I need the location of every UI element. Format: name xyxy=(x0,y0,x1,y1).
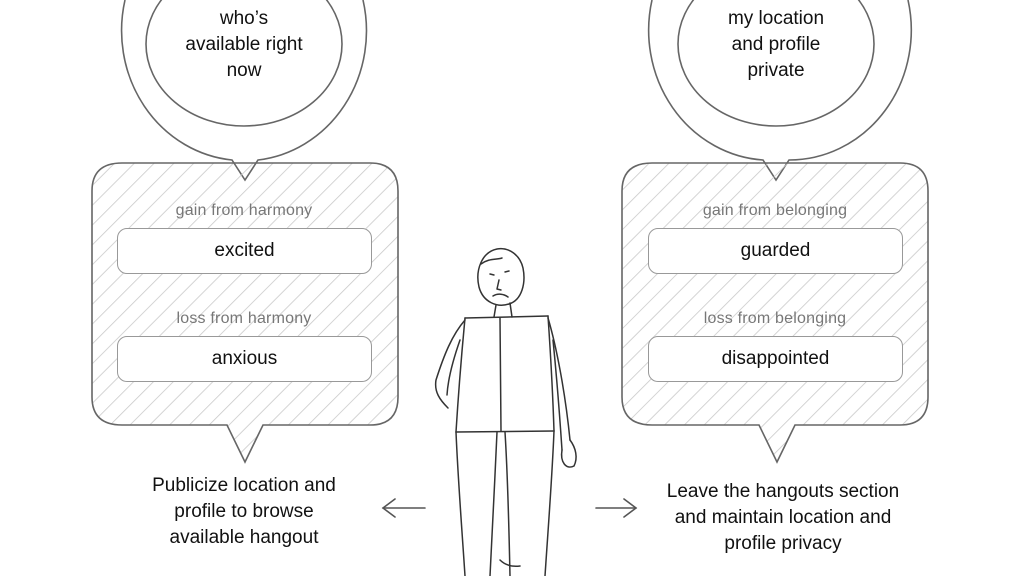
right-bubble-line-1: my location xyxy=(727,8,825,29)
left-action-line-2: profile to browse xyxy=(174,501,314,522)
left-action-line-3: available hangout xyxy=(169,527,319,548)
left-bubble-line-2: available right xyxy=(185,34,303,55)
right-bubble-line-3: private xyxy=(747,60,805,81)
left-arrow-icon xyxy=(381,498,426,518)
right-bubble-line-2: and profile xyxy=(731,34,821,55)
right-loss-value: disappointed xyxy=(648,336,903,382)
right-thought-bubble xyxy=(647,0,913,182)
left-bubble-text: who’s available right now xyxy=(150,6,338,84)
right-action-line-1: Leave the hangouts section xyxy=(666,481,900,502)
left-action-caption: Publicize location and profile to browse… xyxy=(114,473,374,551)
right-gain-value: guarded xyxy=(648,228,903,274)
left-loss-value: anxious xyxy=(117,336,372,382)
right-action-line-3: profile privacy xyxy=(724,533,842,554)
left-gain-label: gain from harmony xyxy=(175,202,313,219)
right-gain-label: gain from belonging xyxy=(702,202,848,219)
person-sketch xyxy=(434,247,577,576)
right-action-line-2: and maintain location and xyxy=(674,507,892,528)
left-loss-label: loss from harmony xyxy=(176,310,312,327)
right-loss-label: loss from belonging xyxy=(703,310,847,327)
right-arrow-icon xyxy=(595,498,638,518)
left-gain-value: excited xyxy=(117,228,372,274)
left-action-line-1: Publicize location and xyxy=(152,475,336,496)
left-bubble-line-1: who’s xyxy=(219,8,269,29)
right-action-caption: Leave the hangouts section and maintain … xyxy=(636,479,930,557)
left-bubble-line-3: now xyxy=(226,60,262,81)
left-thought-bubble xyxy=(120,0,368,182)
right-bubble-text: my location and profile private xyxy=(682,6,870,84)
